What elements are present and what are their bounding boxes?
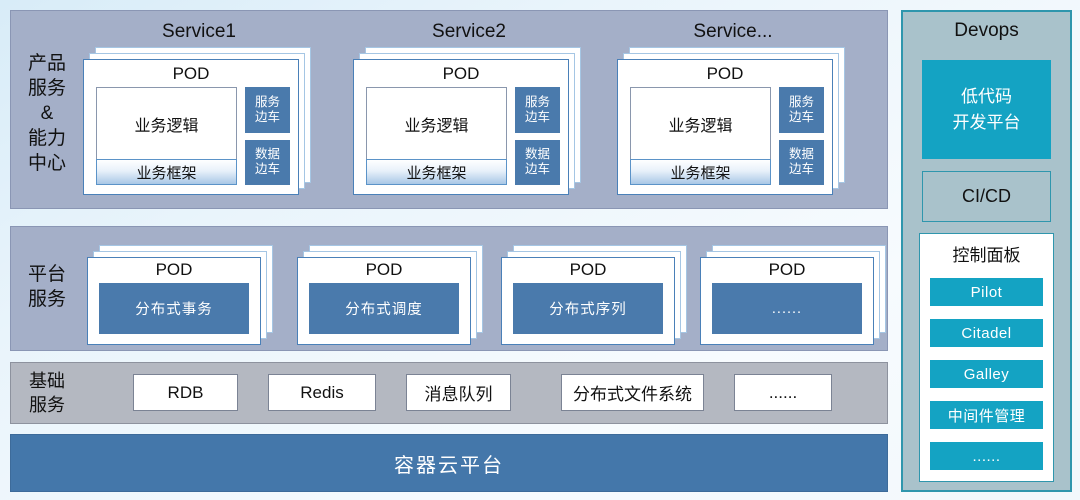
infra-item-rdb: RDB [133,374,238,411]
pod-stack: POD 业务逻辑 业务框架 服务 边车 数据 边车 [83,47,311,195]
business-logic-box: 业务逻辑 业务框架 [630,87,771,185]
service-title: Service2 [432,21,506,42]
infra-item-distributed-fs: 分布式文件系统 [561,374,704,411]
service-sidecar-box: 服务 边车 [515,87,560,133]
platform-services-band: 平台 服务 POD 分布式事务 POD 分布式调度 POD 分布式序列 POD … [10,226,888,351]
control-panel-box: 控制面板 Pilot Citadel Galley 中间件管理 ...... [919,233,1054,482]
cicd-box: CI/CD [922,171,1051,222]
control-panel-item-galley: Galley [930,360,1043,388]
platform-service-box: 分布式事务 [99,283,249,334]
sidecar-column: 服务 边车 数据 边车 [515,87,560,185]
control-panel-item-citadel: Citadel [930,319,1043,347]
pod-title: POD [569,260,607,279]
service-title: Service1 [162,21,236,42]
pod-title: POD [172,64,210,83]
infra-item-message-queue: 消息队列 [406,374,511,411]
platform-service-box: ...... [712,283,862,334]
pod-card: POD 分布式事务 [87,257,261,345]
platform-pod-stack: POD 分布式事务 [87,245,273,345]
business-logic-box: 业务逻辑 业务框架 [366,87,507,185]
container-cloud-band: 容器云平台 [10,434,888,492]
platform-pod-stack: POD 分布式调度 [297,245,483,345]
product-services-band: 产品 服务 & 能力 中心 Service1 POD 业务逻辑 业务框架 服务 … [10,10,888,209]
infra-item-redis: Redis [268,374,376,411]
sidecar-column: 服务 边车 数据 边车 [245,87,290,185]
business-logic-label: 业务逻辑 [668,118,733,135]
service-group-2: Service2 POD 业务逻辑 业务框架 服务 边车 数据 边车 [349,17,589,203]
control-panel-item-pilot: Pilot [930,278,1043,306]
pod-card: POD 业务逻辑 业务框架 服务 边车 数据 边车 [617,59,833,195]
service-group-3: Service... POD 业务逻辑 业务框架 服务 边车 数据 边车 [613,17,853,203]
data-sidecar-box: 数据 边车 [515,139,560,185]
business-logic-label: 业务逻辑 [134,118,199,135]
pod-title: POD [706,64,744,83]
data-sidecar-box: 数据 边车 [245,139,290,185]
business-logic-box: 业务逻辑 业务框架 [96,87,237,185]
platform-service-box: 分布式调度 [309,283,459,334]
control-panel-item-middleware: 中间件管理 [930,401,1043,429]
devops-panel: Devops 低代码 开发平台 CI/CD 控制面板 Pilot Citadel… [901,10,1072,492]
product-band-label: 产品 服务 & 能力 中心 [27,53,66,175]
infra-item-more: ...... [734,374,832,411]
business-framework-bar: 业务框架 [366,159,507,185]
infra-band-label: 基础 服务 [29,371,65,415]
platform-pod-stack: POD 分布式序列 [501,245,687,345]
pod-body: 业务逻辑 业务框架 服务 边车 数据 边车 [84,87,298,194]
container-cloud-label: 容器云平台 [394,454,504,477]
pod-card: POD 业务逻辑 业务框架 服务 边车 数据 边车 [353,59,569,195]
service-group-1: Service1 POD 业务逻辑 业务框架 服务 边车 数据 边车 [79,17,319,203]
business-logic-label: 业务逻辑 [404,118,469,135]
control-panel-item-more: ...... [930,442,1043,470]
pod-stack: POD 业务逻辑 业务框架 服务 边车 数据 边车 [353,47,581,195]
pod-title: POD [768,260,806,279]
pod-body: 业务逻辑 业务框架 服务 边车 数据 边车 [618,87,832,194]
service-sidecar-box: 服务 边车 [779,87,824,133]
business-framework-bar: 业务框架 [630,159,771,185]
pod-title: POD [442,64,480,83]
lowcode-platform-box: 低代码 开发平台 [922,60,1051,159]
pod-stack: POD 业务逻辑 业务框架 服务 边车 数据 边车 [617,47,845,195]
service-title: Service... [693,21,773,42]
data-sidecar-box: 数据 边车 [779,139,824,185]
pod-body: 业务逻辑 业务框架 服务 边车 数据 边车 [354,87,568,194]
sidecar-column: 服务 边车 数据 边车 [779,87,824,185]
pod-card: POD ...... [700,257,874,345]
devops-title: Devops [954,20,1019,41]
platform-service-box: 分布式序列 [513,283,663,334]
pod-card: POD 分布式调度 [297,257,471,345]
platform-pod-stack: POD ...... [700,245,886,345]
pod-card: POD 分布式序列 [501,257,675,345]
pod-title: POD [365,260,403,279]
infra-services-band: 基础 服务 RDB Redis 消息队列 分布式文件系统 ...... [10,362,888,424]
platform-band-label: 平台 服务 [27,264,66,311]
business-framework-bar: 业务框架 [96,159,237,185]
pod-title: POD [155,260,193,279]
control-panel-title: 控制面板 [952,246,1021,265]
service-sidecar-box: 服务 边车 [245,87,290,133]
pod-card: POD 业务逻辑 业务框架 服务 边车 数据 边车 [83,59,299,195]
